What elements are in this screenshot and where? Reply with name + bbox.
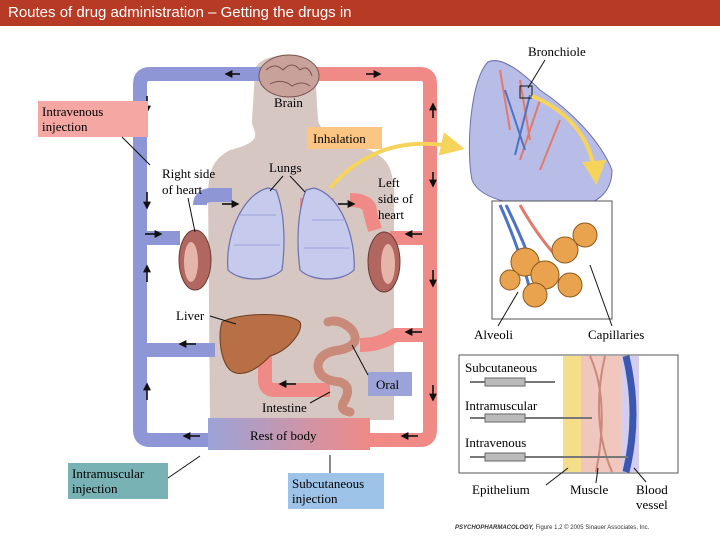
- inset-subcutaneous-label: Subcutaneous: [465, 360, 537, 375]
- lungs-label: Lungs: [269, 160, 302, 175]
- inhalation-box: [307, 127, 382, 149]
- inhalation-arrow: [328, 132, 465, 190]
- slide-title: Routes of drug administration – Getting …: [8, 4, 352, 21]
- oral-box: [368, 372, 412, 396]
- venous-circulation: [133, 67, 268, 447]
- arterial-circulation: [258, 67, 437, 447]
- drug-routes-diagram: Brain Lungs Right side of heart Left sid…: [38, 44, 679, 512]
- inset-intramuscular-label: Intramuscular: [465, 398, 538, 413]
- left-heart-label: Left side of heart: [378, 175, 416, 222]
- alveoli-inset: [491, 200, 613, 320]
- lung-inset: [468, 60, 613, 208]
- rest-of-body-label: Rest of body: [250, 428, 317, 443]
- intramuscular-injection-box: [68, 463, 168, 499]
- muscle-label: Muscle: [570, 482, 609, 497]
- blood-vessel-label: Blood vessel: [636, 482, 671, 512]
- lungs-illustration: [227, 187, 355, 280]
- intramuscular-injection-label: Intramuscular injection: [72, 466, 147, 496]
- injection-inset: [458, 354, 679, 474]
- inset-intravenous-label: Intravenous: [465, 435, 526, 450]
- capillaries-label: Capillaries: [588, 327, 644, 342]
- subcutaneous-injection-label: Subcutaneous injection: [292, 476, 367, 506]
- epithelium-label: Epithelium: [472, 482, 530, 497]
- title-bar: Routes of drug administration – Getting …: [0, 0, 720, 26]
- intestine-label: Intestine: [262, 400, 307, 415]
- liver-illustration: [219, 314, 302, 374]
- brain-label: Brain: [274, 95, 303, 110]
- bronchiole-label: Bronchiole: [528, 44, 586, 59]
- zoom-arrow: [531, 94, 607, 185]
- oral-label: Oral: [376, 377, 399, 392]
- figure-caption: PSYCHOPHARMACOLOGY, Figure 1.2 © 2005 Si…: [455, 525, 650, 531]
- alveoli-label: Alveoli: [474, 327, 513, 342]
- intravenous-injection-box: [38, 101, 148, 137]
- right-heart-illustration: [178, 229, 212, 291]
- intestine-illustration: [313, 316, 360, 417]
- intravenous-injection-label: Intravenous injection: [42, 104, 107, 134]
- subcutaneous-injection-box: [288, 473, 384, 509]
- liver-label: Liver: [176, 308, 205, 323]
- left-heart-illustration: [367, 231, 401, 293]
- rest-of-body-bar: [208, 418, 370, 450]
- right-heart-label: Right side of heart: [162, 166, 218, 197]
- brain-illustration: [258, 54, 320, 98]
- inhalation-label: Inhalation: [313, 131, 366, 146]
